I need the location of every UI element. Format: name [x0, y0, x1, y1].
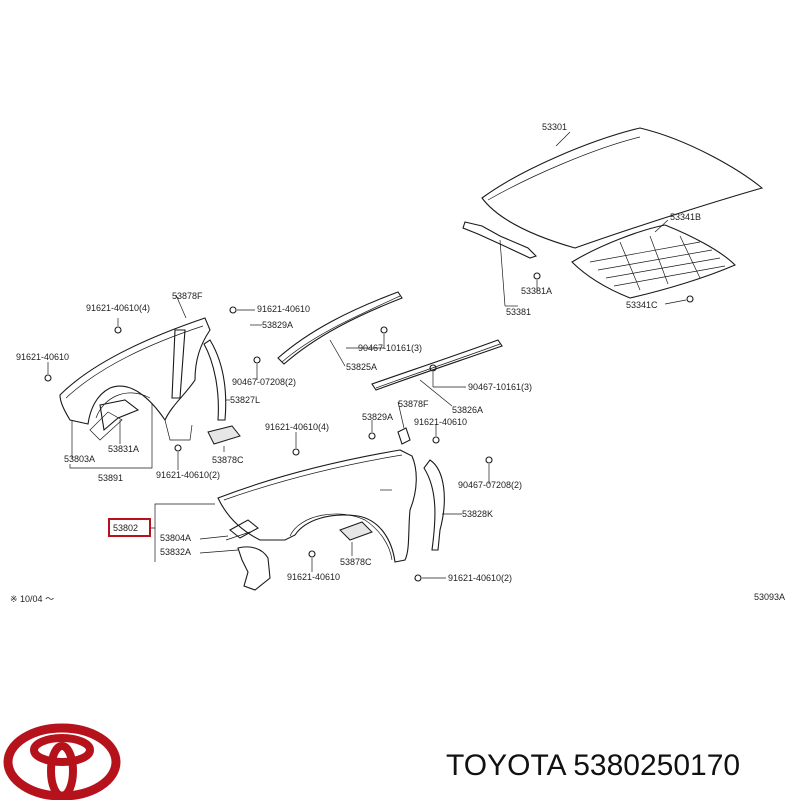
label-liner-front: 53828K	[462, 509, 493, 519]
reference-code-right: 53093A	[754, 592, 785, 602]
label-fender-rear: 53803A	[64, 454, 95, 464]
label-screw-rear-mid: 90467-07208(2)	[232, 377, 296, 387]
label-bolt-left: 91621-40610	[16, 352, 69, 362]
label-seal-right-2: 53826A	[452, 405, 483, 415]
label-screw-seal-right: 90467-10161(3)	[468, 382, 532, 392]
hood-seal	[462, 221, 538, 259]
label-hood-seal-clip: 53381A	[521, 286, 552, 296]
front-pad	[339, 521, 373, 541]
label-hood-clip: 53341C	[626, 300, 658, 310]
rear-bracket-strip	[171, 329, 186, 399]
label-bolt-top-mid: 91621-40610	[257, 304, 310, 314]
label-bolt-rear-left: 91621-40610(4)	[86, 303, 150, 313]
rear-liner	[203, 339, 227, 421]
label-bracket-rear: 53878F	[172, 291, 203, 301]
hood-insulator	[571, 224, 736, 299]
fender-seal-upper	[277, 291, 403, 365]
label-clip-front: 53829A	[362, 412, 393, 422]
fender-rear-assembly	[59, 317, 211, 441]
label-bolt-front-bottom: 91621-40610	[287, 572, 340, 582]
label-bolt-front-right: 91621-40610	[414, 417, 467, 427]
label-pad-rear: 53878C	[212, 455, 244, 465]
label-hood-seal: 53381	[506, 307, 531, 317]
toyota-logo	[3, 723, 121, 800]
label-bolt-front-left: 91621-40610(4)	[265, 422, 329, 432]
part-number-caption: TOYOTA 5380250170	[446, 749, 740, 782]
label-bracket-front: 53878F	[398, 399, 429, 409]
front-bracket-low	[225, 519, 259, 541]
label-hood: 53301	[542, 122, 567, 132]
reference-note-left: ※ 10/04 ～	[10, 594, 54, 604]
fender-seal-lower	[371, 339, 503, 391]
label-clip-top: 53829A	[262, 320, 293, 330]
label-bolt-front-bottom-right: 91621-40610(2)	[448, 573, 512, 583]
highlighted-part-box[interactable]	[108, 518, 151, 537]
fender-rear-bracket	[89, 399, 140, 441]
front-liner	[423, 459, 445, 551]
label-screw-hood-seal: 90467-10161(3)	[358, 343, 422, 353]
label-fender-assy-rear: 53891	[98, 473, 123, 483]
label-screw-front-right: 90467-07208(2)	[458, 480, 522, 490]
rear-pad	[207, 425, 241, 445]
label-fender-front[interactable]: 53802	[113, 523, 138, 533]
front-brace	[237, 546, 271, 591]
label-brace-front: 53832A	[160, 547, 191, 557]
label-liner-rear: 53827L	[230, 395, 260, 405]
fender-front	[217, 449, 417, 563]
label-brace-rear: 53831A	[108, 444, 139, 454]
label-bracket-front-low: 53804A	[160, 533, 191, 543]
front-clip-bracket	[397, 427, 411, 445]
label-seal-right: 53825A	[346, 362, 377, 372]
label-hood-insulator: 53341B	[670, 212, 701, 222]
hood-panel	[481, 127, 764, 249]
label-pad-front: 53878C	[340, 557, 372, 567]
label-bolt-rear-bottom: 91621-40610(2)	[156, 470, 220, 480]
